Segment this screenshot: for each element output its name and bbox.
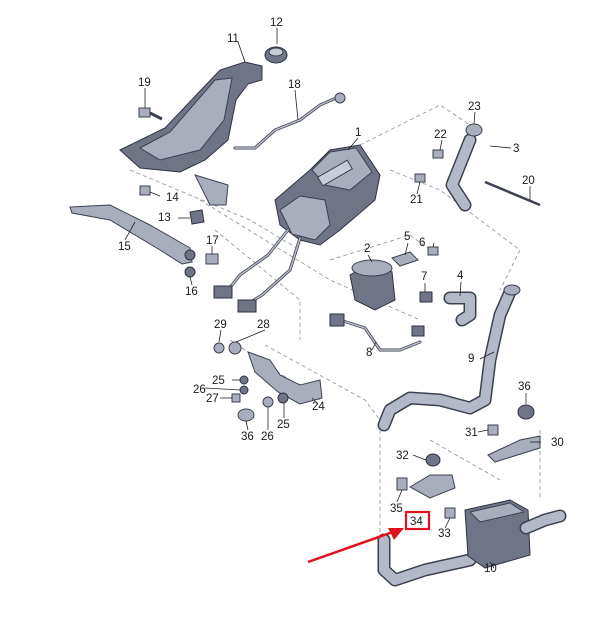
nut-part-25a (239, 375, 249, 385)
bracket-part-34 (408, 474, 456, 499)
bracket-part-15-eye (184, 249, 196, 261)
callout-6[interactable]: 6 (419, 237, 425, 249)
washer-part-29 (213, 342, 225, 354)
bolt-part-35 (396, 477, 408, 491)
callout-7[interactable]: 7 (421, 271, 427, 283)
callout-36b[interactable]: 36 (518, 381, 531, 393)
clip-part-5 (391, 251, 419, 267)
callout-3[interactable]: 3 (513, 143, 519, 155)
bracket-part-24 (247, 351, 323, 405)
callout-13[interactable]: 13 (158, 212, 171, 224)
bolt-part-33 (444, 507, 456, 519)
callout-5[interactable]: 5 (404, 231, 410, 243)
mount-part-32 (425, 453, 441, 467)
cable-tie-part-20 (484, 180, 541, 207)
fitting-part-7 (419, 291, 433, 303)
bolt-part-31 (487, 424, 499, 436)
callout-10[interactable]: 10 (484, 563, 497, 575)
bolt-part-19-shank (149, 111, 163, 121)
callout-27[interactable]: 27 (206, 393, 219, 405)
sensor-plug-part-8 (329, 313, 345, 327)
callout-16[interactable]: 16 (185, 286, 198, 298)
callout-33[interactable]: 33 (438, 528, 451, 540)
callout-12[interactable]: 12 (270, 17, 283, 29)
connector-plug-b (237, 299, 257, 313)
callout-35[interactable]: 35 (390, 503, 403, 515)
washer-part-26b (262, 396, 274, 408)
callout-30[interactable]: 30 (551, 437, 564, 449)
callout-22[interactable]: 22 (434, 129, 447, 141)
callout-19[interactable]: 19 (138, 77, 151, 89)
grommet-part-12-top (268, 47, 284, 57)
callout-25a[interactable]: 25 (212, 375, 225, 387)
bracket-part-11-lower (194, 174, 229, 206)
sensor-plug-part-8-b (411, 325, 425, 337)
callout-18[interactable]: 18 (288, 79, 301, 91)
callout-11[interactable]: 11 (227, 33, 239, 45)
callout-25b[interactable]: 25 (277, 419, 290, 431)
callout-21[interactable]: 21 (410, 194, 423, 206)
callout-20[interactable]: 20 (522, 175, 535, 187)
pipe-part-18-end (334, 92, 346, 104)
clamp-part-23 (465, 123, 483, 137)
callout-2[interactable]: 2 (364, 243, 370, 255)
callout-26b[interactable]: 26 (261, 431, 274, 443)
bolt-part-19 (138, 107, 151, 118)
pump-part-2-top (351, 259, 393, 277)
heat-exchanger-part-10-top (469, 502, 526, 523)
callout-26a[interactable]: 26 (193, 384, 206, 396)
bracket-part-11-face (138, 77, 233, 161)
clip-part-17 (205, 253, 219, 265)
callout-34[interactable]: 34 (410, 516, 423, 528)
nut-part-14 (139, 185, 151, 196)
hose-part-9-end (503, 284, 521, 296)
red-pointer-arrow (307, 528, 404, 564)
callout-4[interactable]: 4 (457, 270, 464, 282)
nut-part-26a (239, 385, 249, 395)
callout-8[interactable]: 8 (366, 347, 372, 359)
callout-32[interactable]: 32 (396, 450, 409, 462)
connector-plug-a (213, 285, 233, 299)
nut-part-16 (184, 266, 196, 278)
bracket-part-30 (487, 435, 541, 463)
module-part-1-body (279, 195, 331, 241)
bracket-part-15 (69, 204, 193, 265)
callout-36a[interactable]: 36 (241, 431, 254, 443)
callout-23[interactable]: 23 (468, 101, 481, 113)
callout-17[interactable]: 17 (206, 235, 219, 247)
callout-24[interactable]: 24 (312, 401, 325, 413)
callout-14[interactable]: 14 (166, 192, 179, 204)
callout-29[interactable]: 29 (214, 319, 227, 331)
callout-9[interactable]: 9 (468, 353, 474, 365)
screw-part-22 (432, 149, 444, 159)
callout-1[interactable]: 1 (355, 127, 361, 139)
mount-part-36a (237, 408, 255, 422)
callout-15[interactable]: 15 (118, 241, 131, 253)
callout-31[interactable]: 31 (465, 427, 478, 439)
grommet-part-28 (228, 341, 242, 355)
highlight-box-34 (404, 510, 431, 531)
module-part-1-connector (317, 159, 353, 187)
nut-part-25b (277, 392, 289, 404)
part-callouts: 1 2 3 4 5 6 7 8 9 10 11 12 13 14 15 16 1… (118, 17, 564, 575)
screw-part-6 (427, 246, 439, 256)
mount-part-36b (517, 404, 535, 420)
bolt-part-27 (231, 393, 241, 403)
fitting-part-21 (414, 173, 426, 183)
callout-28[interactable]: 28 (257, 319, 270, 331)
leader-lines (124, 28, 541, 569)
mount-part-13 (189, 209, 205, 225)
